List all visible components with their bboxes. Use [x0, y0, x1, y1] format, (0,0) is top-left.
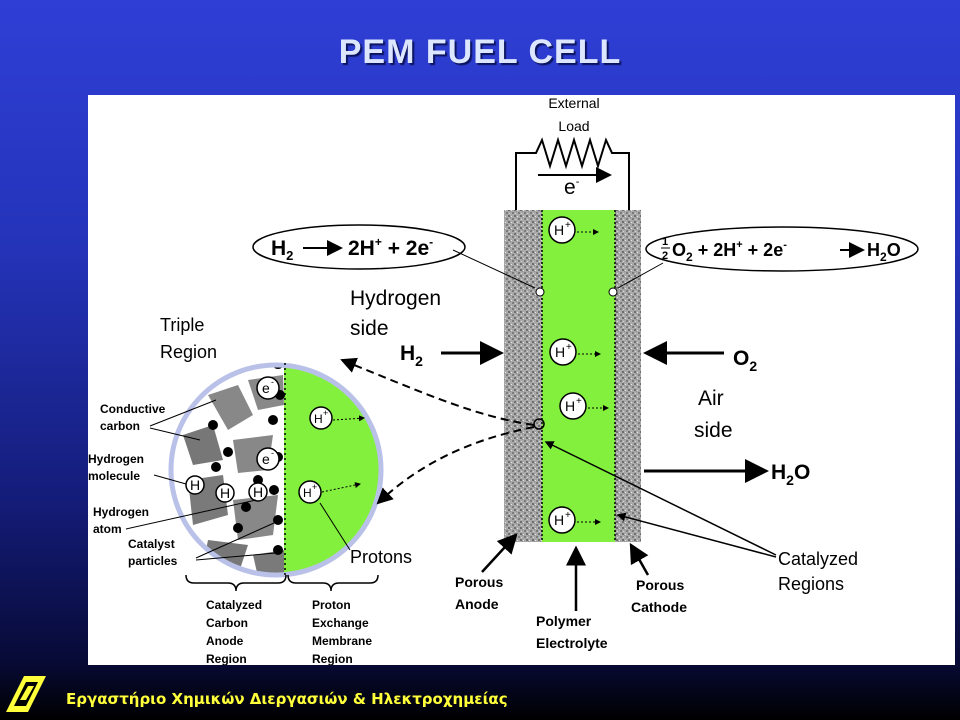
proton-3: H+: [559, 392, 609, 420]
hydrogen-side-label-1: Hydrogen: [350, 287, 441, 310]
svg-text:H: H: [190, 477, 200, 493]
svg-text:Proton: Proton: [312, 598, 351, 612]
anode-brace: [185, 574, 287, 592]
lab-logo-icon: [6, 676, 46, 712]
slide-title: PEM FUEL CELL: [338, 33, 622, 71]
svg-text:H: H: [555, 344, 565, 360]
svg-text:Membrane: Membrane: [312, 634, 372, 648]
svg-text:H: H: [554, 512, 564, 528]
resistor-wire: [515, 136, 630, 210]
svg-text:e: e: [262, 380, 270, 396]
porous-cathode-label-1: Porous: [636, 577, 684, 593]
svg-text:+: +: [565, 510, 571, 521]
circle-proton-2: H+: [298, 480, 361, 504]
fuel-cell-diagram: External Load e- H+ H+ H+ H+: [88, 95, 955, 665]
h2-input-label: H2: [400, 342, 423, 369]
air-side-label-1: Air: [698, 387, 724, 410]
catalyzed-regions-label-1: Catalyzed: [778, 549, 858, 569]
svg-text:2: 2: [662, 250, 668, 262]
catalyzed-regions-label-2: Regions: [778, 574, 844, 594]
proton-2: H+: [549, 338, 601, 366]
svg-text:H: H: [220, 485, 230, 501]
svg-text:-: -: [271, 377, 274, 387]
svg-text:Region: Region: [312, 652, 353, 665]
hydrogen-chain: H H H: [185, 475, 268, 503]
proton-1: H+: [548, 216, 599, 244]
proton-4: H+: [548, 506, 601, 534]
h2o-output-label: H2O: [771, 461, 810, 488]
svg-text:Anode: Anode: [206, 634, 244, 648]
electron-1: e-: [256, 376, 280, 400]
svg-text:atom: atom: [93, 522, 122, 536]
protons-pointer: [319, 502, 351, 551]
svg-text:H2O: H2O: [867, 240, 901, 264]
circle-proton-1: H+: [309, 406, 365, 430]
external-electron: e-: [564, 176, 580, 199]
svg-text:e: e: [262, 451, 270, 467]
porous-anode-label-1: Porous: [455, 574, 503, 590]
svg-text:Hydrogen: Hydrogen: [93, 505, 149, 519]
catalyzed-pointer-anode: [544, 441, 777, 556]
svg-text:molecule: molecule: [88, 469, 140, 483]
svg-text:Region: Region: [206, 652, 247, 665]
svg-text:+: +: [565, 220, 571, 231]
svg-text:+: +: [576, 396, 582, 407]
triple-region-label-2: Region: [160, 342, 217, 362]
svg-text:H: H: [253, 484, 263, 500]
membrane-layer: [542, 210, 615, 542]
magnify-arrow-bottom: [376, 426, 535, 505]
svg-text:Catalyzed: Catalyzed: [206, 598, 262, 612]
svg-text:H: H: [554, 222, 564, 238]
svg-text:Carbon: Carbon: [206, 616, 248, 630]
svg-text:Conductive: Conductive: [100, 402, 166, 416]
hydrogen-side-label-2: side: [350, 317, 389, 340]
svg-text:2H+ + 2e-: 2H+ + 2e-: [348, 235, 433, 260]
porous-anode-layer: [504, 210, 542, 542]
bottom-left-labels: Catalyzed Carbon Anode Region Proton Exc…: [206, 598, 372, 665]
protons-label: Protons: [350, 547, 412, 567]
cathode-pointer: [629, 542, 650, 576]
external-load-label-1: External: [548, 95, 599, 111]
svg-text:carbon: carbon: [100, 419, 140, 433]
triple-region-magnifier: e- e- H+ H+ H H H: [168, 362, 384, 578]
external-load-label-2: Load: [558, 118, 589, 134]
porous-cathode-layer: [615, 210, 641, 542]
svg-text:Hydrogen: Hydrogen: [88, 452, 144, 466]
svg-text:1: 1: [662, 236, 668, 248]
cathode-reaction: 1 2 O2 + 2H+ + 2e- H2O: [617, 226, 919, 289]
membrane-protons: H+ H+ H+ H+: [548, 216, 609, 534]
external-load-circuit: External Load e-: [515, 95, 630, 210]
svg-text:+: +: [312, 482, 317, 492]
porous-cathode-label-2: Cathode: [631, 599, 687, 615]
svg-text:H: H: [314, 412, 323, 426]
triple-region-label-1: Triple: [160, 315, 204, 335]
porous-anode-label-2: Anode: [455, 596, 499, 612]
electron-2: e-: [256, 447, 280, 471]
svg-text:particles: particles: [128, 554, 178, 568]
footer-lab-name: Εργαστήριο Χημικών Διεργασιών & Ηλεκτροχ…: [66, 690, 508, 708]
magnify-arrow-top: [340, 357, 535, 426]
svg-text:O2 + 2H+ + 2e-: O2 + 2H+ + 2e-: [672, 239, 787, 264]
membrane-brace: [287, 574, 379, 592]
anode-pointer: [481, 533, 518, 573]
svg-text:H: H: [565, 398, 575, 414]
left-callouts: Conductive carbon Hydrogen molecule Hydr…: [88, 399, 277, 568]
o2-input-label: O2: [733, 347, 757, 374]
polymer-electrolyte-label-1: Polymer: [536, 613, 592, 629]
svg-text:+: +: [566, 342, 572, 353]
svg-text:+: +: [323, 408, 328, 418]
svg-text:Exchange: Exchange: [312, 616, 369, 630]
polymer-electrolyte-label-2: Electrolyte: [536, 635, 608, 651]
air-side-label-2: side: [694, 419, 733, 442]
catalyzed-pointer-cathode: [616, 512, 777, 558]
diagram-canvas: External Load e- H+ H+ H+ H+: [88, 95, 919, 665]
svg-text:H: H: [303, 486, 312, 500]
anode-reaction: H2 2H+ + 2e-: [252, 224, 536, 289]
svg-text:-: -: [271, 448, 274, 458]
svg-text:H2: H2: [271, 237, 293, 263]
svg-text:Catalyst: Catalyst: [128, 537, 175, 551]
